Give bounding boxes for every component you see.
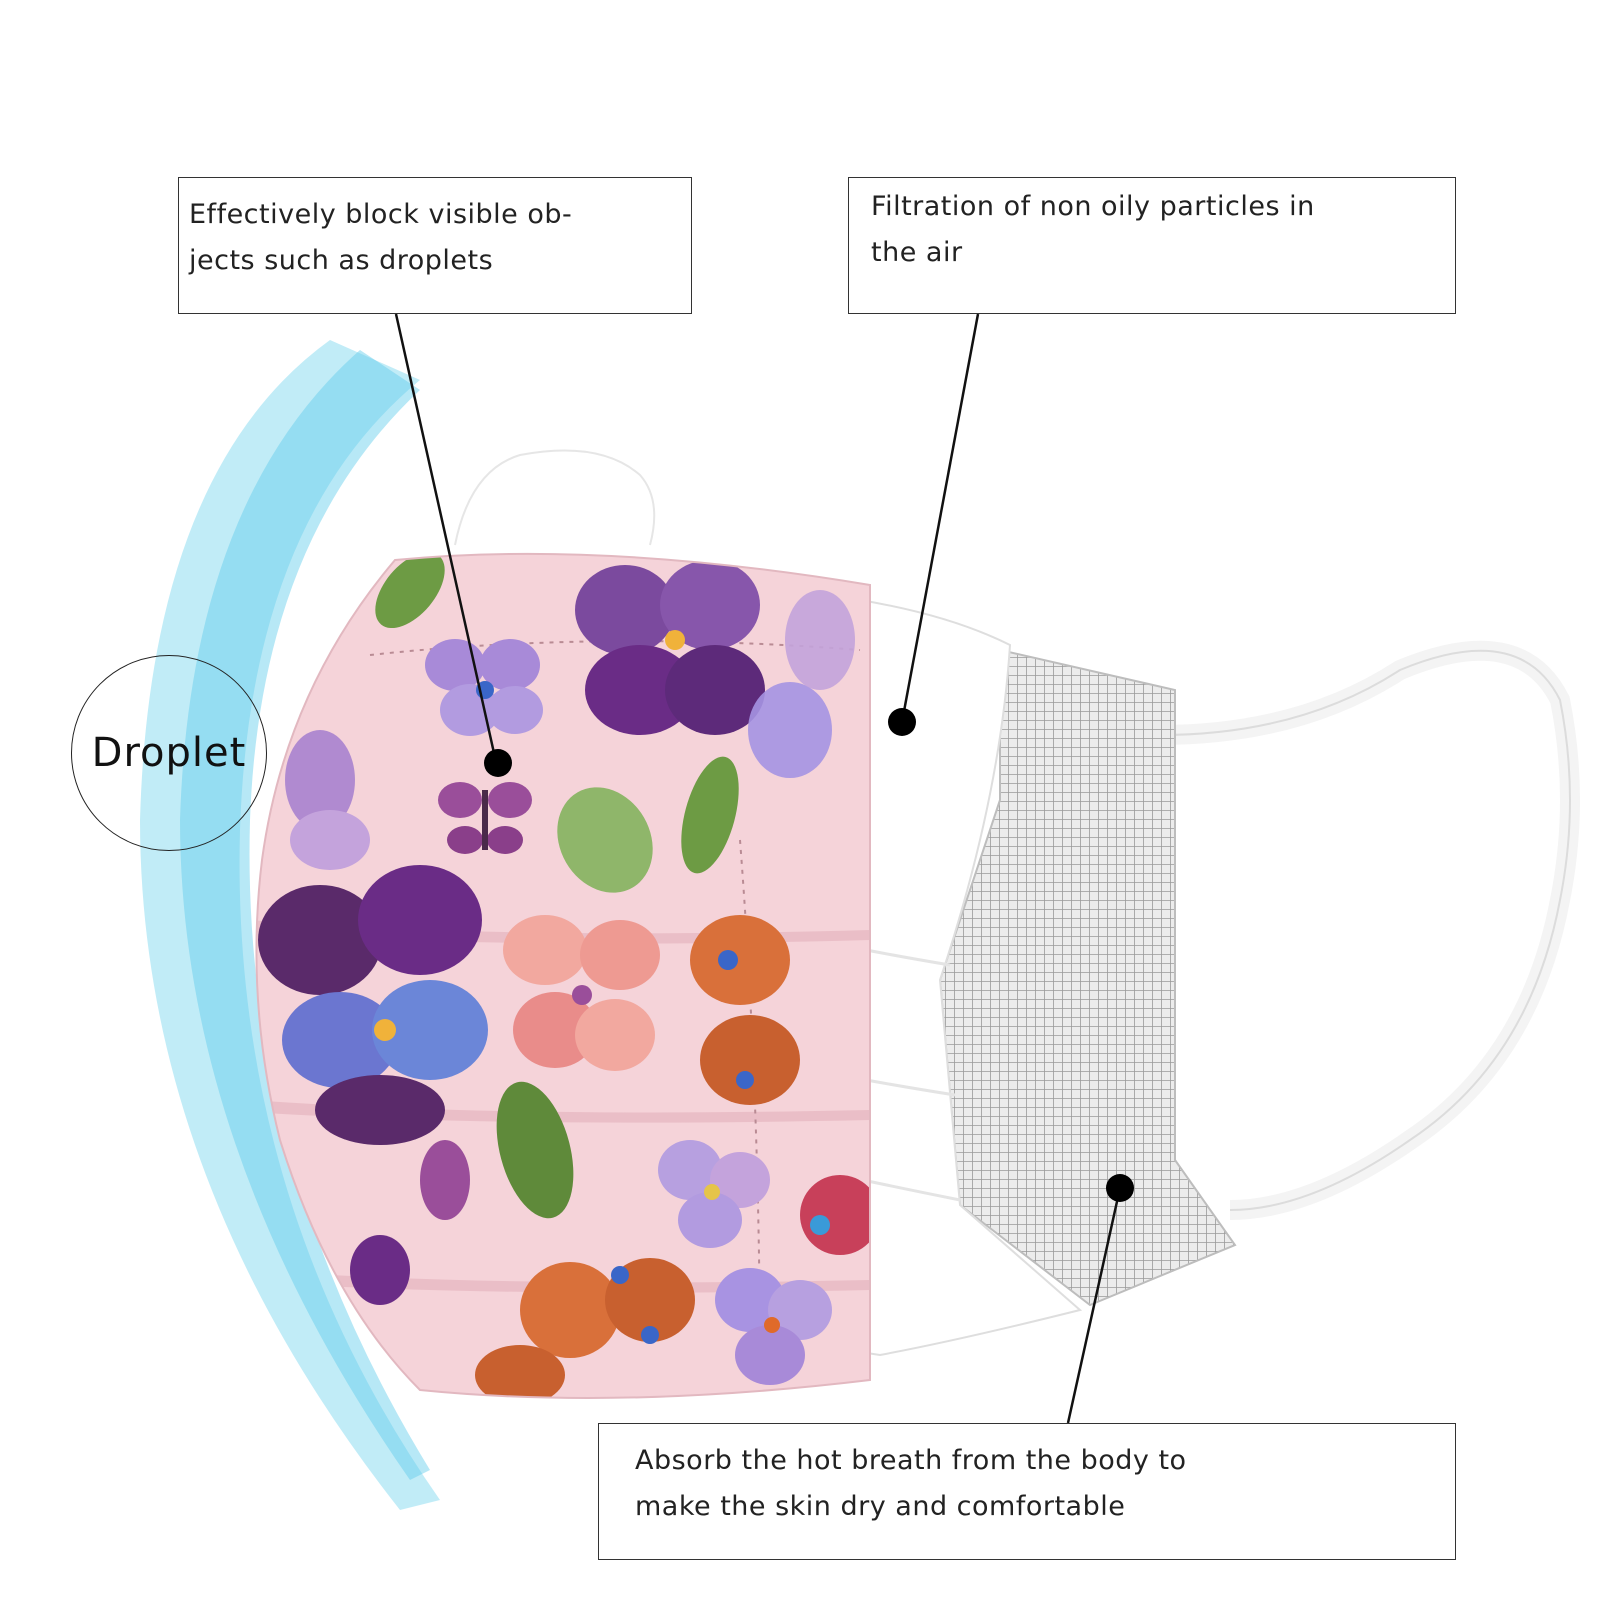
violet-flower (715, 1268, 832, 1385)
callout-line: the air (871, 237, 963, 268)
inner-absorbent-layer (938, 648, 1237, 1307)
leader-line-outer (394, 313, 498, 763)
pansy-flower (575, 560, 765, 735)
butterfly (800, 1175, 870, 1255)
marker-dot-inner (1106, 1174, 1134, 1202)
marker-dot-outer (484, 749, 512, 777)
leaf (375, 553, 739, 1219)
violet-flower (285, 730, 370, 870)
droplet-label-circle: Droplet (71, 655, 267, 851)
droplet-label: Droplet (91, 730, 247, 776)
leader-lines (394, 313, 1134, 1424)
violet-flower (425, 639, 543, 736)
ear-loop-right (1159, 640, 1580, 1220)
violet-flower (658, 1140, 770, 1248)
callout-line: Filtration of non oily particles in (871, 191, 1315, 222)
leader-line-middle (900, 313, 980, 723)
callout-inner-layer: Absorb the hot breath from the body to m… (598, 1423, 1456, 1560)
droplet-splash (140, 340, 440, 1510)
butterfly (438, 782, 532, 854)
ear-loop-left (448, 443, 662, 547)
callout-line: make the skin dry and comfortable (635, 1491, 1126, 1522)
butterfly (690, 915, 800, 1105)
pansy-flower (258, 865, 488, 1145)
marker-dot-middle (888, 708, 916, 736)
leader-line-inner (1066, 1187, 1122, 1424)
outer-floral-layer (255, 552, 871, 1399)
violet-flower (748, 590, 855, 778)
callout-line: jects such as droplets (189, 245, 494, 276)
callout-outer-layer: Effectively block visible ob- jects such… (178, 177, 692, 314)
callout-middle-layer: Filtration of non oily particles in the … (848, 177, 1456, 314)
callout-line: Effectively block visible ob- (189, 199, 573, 230)
butterfly (475, 1258, 695, 1398)
bud (350, 1140, 470, 1305)
callout-line: Absorb the hot breath from the body to (635, 1445, 1187, 1476)
peach-flower (503, 915, 660, 1071)
